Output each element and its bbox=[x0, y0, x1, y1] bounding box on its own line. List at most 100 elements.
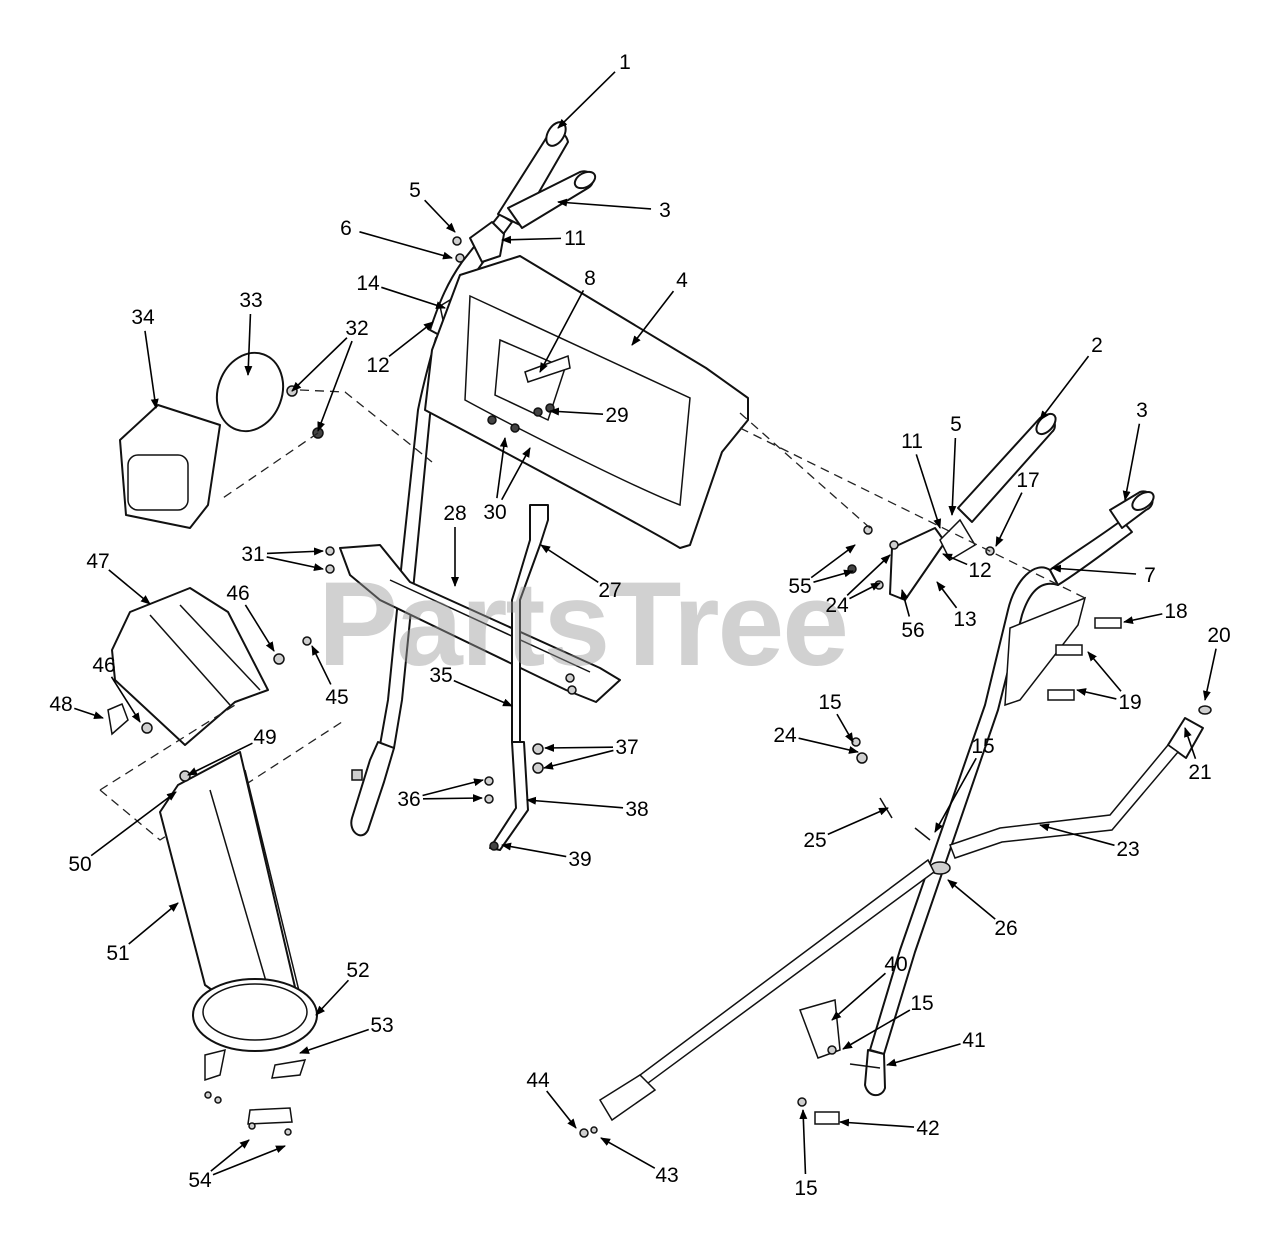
callout-number-46: 46 bbox=[226, 582, 249, 605]
callout-leader-24-b6 bbox=[849, 582, 881, 600]
callout-number-29: 29 bbox=[605, 404, 628, 427]
callout-leader-35-38 bbox=[453, 679, 513, 707]
callout-leader-23-25 bbox=[1039, 823, 1115, 847]
callout-leader-2-1 bbox=[1039, 355, 1090, 421]
callout-leader-36-39 bbox=[422, 778, 484, 797]
callout-number-8: 8 bbox=[584, 267, 596, 290]
callout-leader-14-15 bbox=[381, 286, 446, 310]
callout-leader-15-19 bbox=[799, 1109, 808, 1175]
watermark: PartsTree bbox=[318, 557, 847, 691]
callout-leader-20-23 bbox=[1202, 648, 1217, 701]
callout-leader-43-46 bbox=[600, 1137, 656, 1169]
callout-number-54: 54 bbox=[188, 1169, 212, 1192]
callout-number-51: 51 bbox=[106, 942, 129, 965]
callout-leader-11-11 bbox=[915, 454, 942, 529]
callout-leader-33-36 bbox=[244, 313, 253, 376]
callout-number-2: 2 bbox=[1091, 334, 1103, 357]
callout-leader-30-33 bbox=[496, 437, 508, 499]
callout-number-3: 3 bbox=[659, 199, 671, 222]
chute-deflector bbox=[99, 587, 346, 841]
callout-leader-29-32 bbox=[549, 407, 604, 416]
callout-number-18: 18 bbox=[1164, 600, 1187, 623]
callout-number-6: 6 bbox=[340, 217, 352, 240]
callout-number-28: 28 bbox=[443, 502, 466, 525]
callout-leader-1-0 bbox=[557, 71, 616, 129]
callout-leader-18-21 bbox=[1123, 613, 1163, 625]
callout-leader-15-17 bbox=[934, 757, 977, 833]
callout-number-37: 37 bbox=[615, 736, 638, 759]
callout-number-30: 30 bbox=[483, 501, 506, 524]
callout-leader-31-b0 bbox=[266, 556, 324, 572]
callout-number-42: 42 bbox=[916, 1117, 939, 1140]
callout-leader-41-44 bbox=[886, 1043, 961, 1067]
handle-grip-3 bbox=[507, 170, 597, 229]
callout-leader-48-52 bbox=[74, 707, 104, 719]
callout-number-25: 25 bbox=[803, 829, 826, 852]
callout-leader-50-54 bbox=[90, 791, 177, 857]
callout-number-48: 48 bbox=[49, 693, 72, 716]
callout-leader-54-58 bbox=[210, 1139, 250, 1172]
callout-number-4: 4 bbox=[676, 269, 688, 292]
callout-leader-49-53 bbox=[187, 742, 253, 776]
callout-number-47: 47 bbox=[86, 550, 109, 573]
callout-leader-24-26 bbox=[798, 737, 859, 754]
chute-crank bbox=[579, 705, 1212, 1138]
dash-panel bbox=[424, 255, 749, 549]
callout-leader-3-3 bbox=[1122, 423, 1141, 501]
callout-leader-19-b5 bbox=[1076, 688, 1117, 700]
callout-number-15: 15 bbox=[794, 1177, 817, 1200]
callout-leader-4-4 bbox=[631, 290, 675, 346]
callout-leader-55-60 bbox=[810, 544, 856, 579]
callout-leader-5-6 bbox=[948, 437, 957, 516]
callout-number-27: 27 bbox=[598, 579, 621, 602]
callout-leader-54-59 bbox=[212, 1145, 286, 1176]
callout-layer: 1233455678111112121314151515151718192021… bbox=[49, 51, 1230, 1200]
callout-number-11: 11 bbox=[564, 227, 586, 250]
callout-leader-3-2 bbox=[557, 198, 652, 210]
callout-leader-27-30 bbox=[540, 544, 599, 584]
callout-leader-13-14 bbox=[936, 581, 958, 609]
callout-leader-19-22 bbox=[1087, 651, 1122, 692]
callout-number-17: 17 bbox=[1016, 469, 1039, 492]
callout-number-3: 3 bbox=[1136, 399, 1148, 422]
callout-leader-37-b4 bbox=[543, 749, 614, 770]
callout-number-1: 1 bbox=[619, 51, 631, 74]
callout-leader-47-51 bbox=[108, 569, 151, 605]
right-upper-handle bbox=[799, 412, 1155, 1097]
callout-number-21: 21 bbox=[1188, 761, 1211, 784]
callout-number-33: 33 bbox=[239, 289, 262, 312]
callout-number-15: 15 bbox=[910, 992, 933, 1015]
callout-leader-53-57 bbox=[299, 1028, 370, 1054]
callout-leader-7-8 bbox=[1051, 564, 1137, 575]
callout-leader-32-b1 bbox=[291, 337, 348, 392]
callout-number-55: 55 bbox=[788, 575, 811, 598]
callout-number-19: 19 bbox=[1118, 691, 1141, 714]
callout-leader-15-16 bbox=[836, 713, 854, 743]
right-brackets bbox=[739, 412, 1122, 707]
callout-number-14: 14 bbox=[356, 272, 380, 295]
callout-leader-8-9 bbox=[539, 289, 585, 373]
callout-number-23: 23 bbox=[1116, 838, 1139, 861]
callout-leader-15-18 bbox=[842, 1009, 911, 1050]
callout-leader-51-55 bbox=[128, 902, 179, 945]
callout-leader-12-13 bbox=[942, 553, 968, 566]
callout-number-12: 12 bbox=[968, 559, 991, 582]
callout-leader-44-47 bbox=[546, 1090, 577, 1129]
callout-leader-25-28 bbox=[827, 807, 889, 836]
left-upper-handle bbox=[350, 121, 569, 837]
callout-number-43: 43 bbox=[655, 1164, 678, 1187]
callout-number-46: 46 bbox=[92, 654, 115, 677]
cross-bar bbox=[325, 544, 621, 703]
callout-leader-5-5 bbox=[424, 199, 456, 233]
callout-number-5: 5 bbox=[409, 179, 421, 202]
callout-number-35: 35 bbox=[429, 664, 452, 687]
callout-leader-46-49 bbox=[244, 604, 275, 652]
callout-number-34: 34 bbox=[131, 306, 155, 329]
callout-number-15: 15 bbox=[818, 691, 841, 714]
callout-number-38: 38 bbox=[625, 798, 648, 821]
callout-leader-42-45 bbox=[839, 1118, 915, 1128]
callout-leader-55-61 bbox=[813, 569, 854, 583]
callout-leader-21-24 bbox=[1184, 727, 1197, 760]
callout-leader-46-50 bbox=[110, 676, 141, 723]
